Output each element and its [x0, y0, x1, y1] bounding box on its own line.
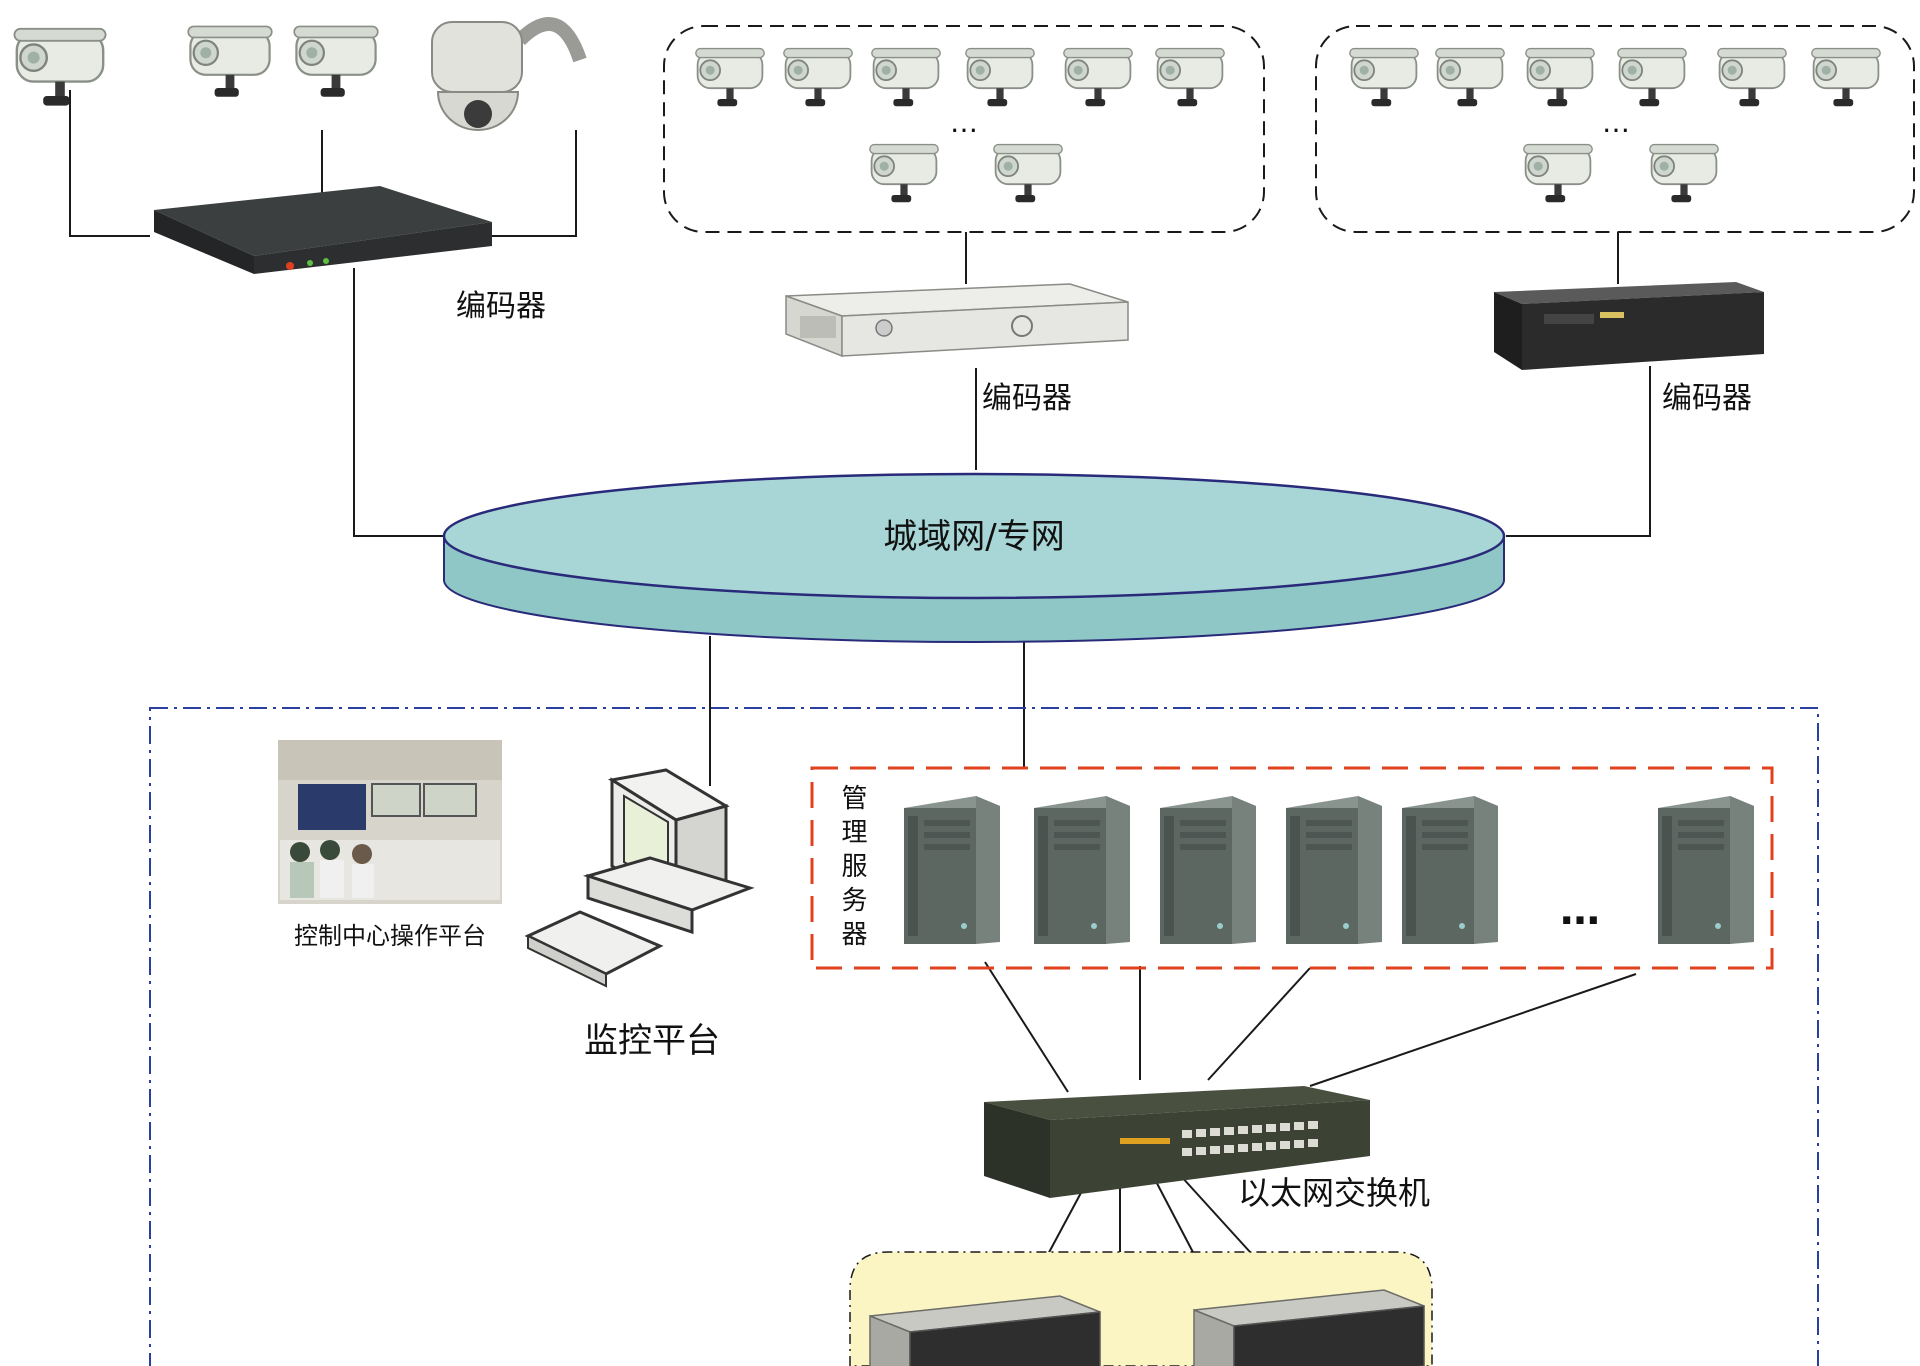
tower-server-icon	[1286, 796, 1382, 944]
bullet-camera-icon	[1616, 47, 1688, 108]
tower-server-icon	[904, 796, 1000, 944]
bullet-camera-icon	[992, 143, 1064, 204]
encoder-device-3: 编码器	[1494, 282, 1764, 416]
management-server-border	[810, 766, 1774, 970]
bullet-camera-2	[187, 25, 273, 98]
bullet-camera-icon	[1154, 47, 1226, 108]
bullet-camera-icon	[1648, 143, 1720, 204]
bullet-camera-icon	[187, 25, 273, 98]
rack-server-icon	[1494, 282, 1764, 370]
management-server-label: 管理服务器	[837, 784, 867, 954]
control-center-label: 控制中心操作平台	[294, 922, 486, 950]
dome-camera	[431, 17, 587, 131]
ethernet-switch-label: 以太网交换机	[1238, 1174, 1430, 1212]
camera-group-2-ellipsis: …	[950, 106, 978, 139]
bullet-camera-icon	[1716, 47, 1788, 108]
dome-camera-icon	[431, 17, 587, 131]
control-room-photo-icon	[278, 740, 502, 904]
management-server-group: 管理服务器 …	[810, 766, 1774, 970]
tower-server-icon	[1402, 796, 1498, 944]
desktop-computer-icon	[524, 768, 755, 988]
tower-server-icon	[1658, 796, 1754, 944]
camera-group-2: …	[663, 25, 1265, 233]
bullet-camera-icon	[1062, 47, 1134, 108]
encoder-device-2: 编码器	[785, 283, 1129, 416]
bullet-camera-icon	[1524, 47, 1596, 108]
camera-group-3-border	[1315, 25, 1915, 233]
dvr-icon	[785, 283, 1129, 358]
encoder-label-3: 编码器	[1662, 381, 1752, 416]
encoder-box-icon	[154, 186, 492, 274]
tower-server-icon	[1160, 796, 1256, 944]
bullet-camera-icon	[964, 47, 1036, 108]
bullet-camera-icon	[694, 47, 766, 108]
bullet-camera-icon	[870, 47, 942, 108]
encoder-label-1: 编码器	[456, 289, 546, 324]
network-label: 城域网/专网	[883, 517, 1064, 557]
bullet-camera-icon	[293, 25, 379, 98]
bullet-camera-icon	[1434, 47, 1506, 108]
storage-area	[849, 1251, 1433, 1366]
bullet-camera-icon	[1522, 143, 1594, 204]
bullet-camera-icon	[1348, 47, 1420, 108]
encoder-device-1: 编码器	[154, 186, 546, 324]
bullet-camera-icon	[1810, 47, 1882, 108]
bullet-camera-icon	[782, 47, 854, 108]
control-center: 控制中心操作平台	[278, 740, 502, 950]
bullet-camera-icon	[868, 143, 940, 204]
bullet-camera-3	[293, 25, 379, 98]
servers-ellipsis: …	[1560, 888, 1600, 934]
camera-group-2-border	[663, 25, 1265, 233]
tower-server-icon	[1034, 796, 1130, 944]
monitoring-platform: 监控平台	[524, 768, 755, 1061]
data-center-zone-border	[149, 707, 1819, 1366]
camera-group-3-ellipsis: …	[1602, 106, 1630, 139]
bullet-camera-1	[13, 27, 107, 107]
network-switch-icon	[984, 1086, 1370, 1198]
ethernet-switch: 以太网交换机	[984, 1086, 1430, 1212]
connection-lines	[69, 90, 1651, 1259]
bullet-camera-icon	[13, 27, 107, 107]
camera-group-3: …	[1315, 25, 1915, 233]
metro-network: 城域网/专网	[442, 472, 1506, 643]
encoder-label-2: 编码器	[982, 381, 1072, 416]
monitoring-platform-label: 监控平台	[584, 1021, 720, 1061]
